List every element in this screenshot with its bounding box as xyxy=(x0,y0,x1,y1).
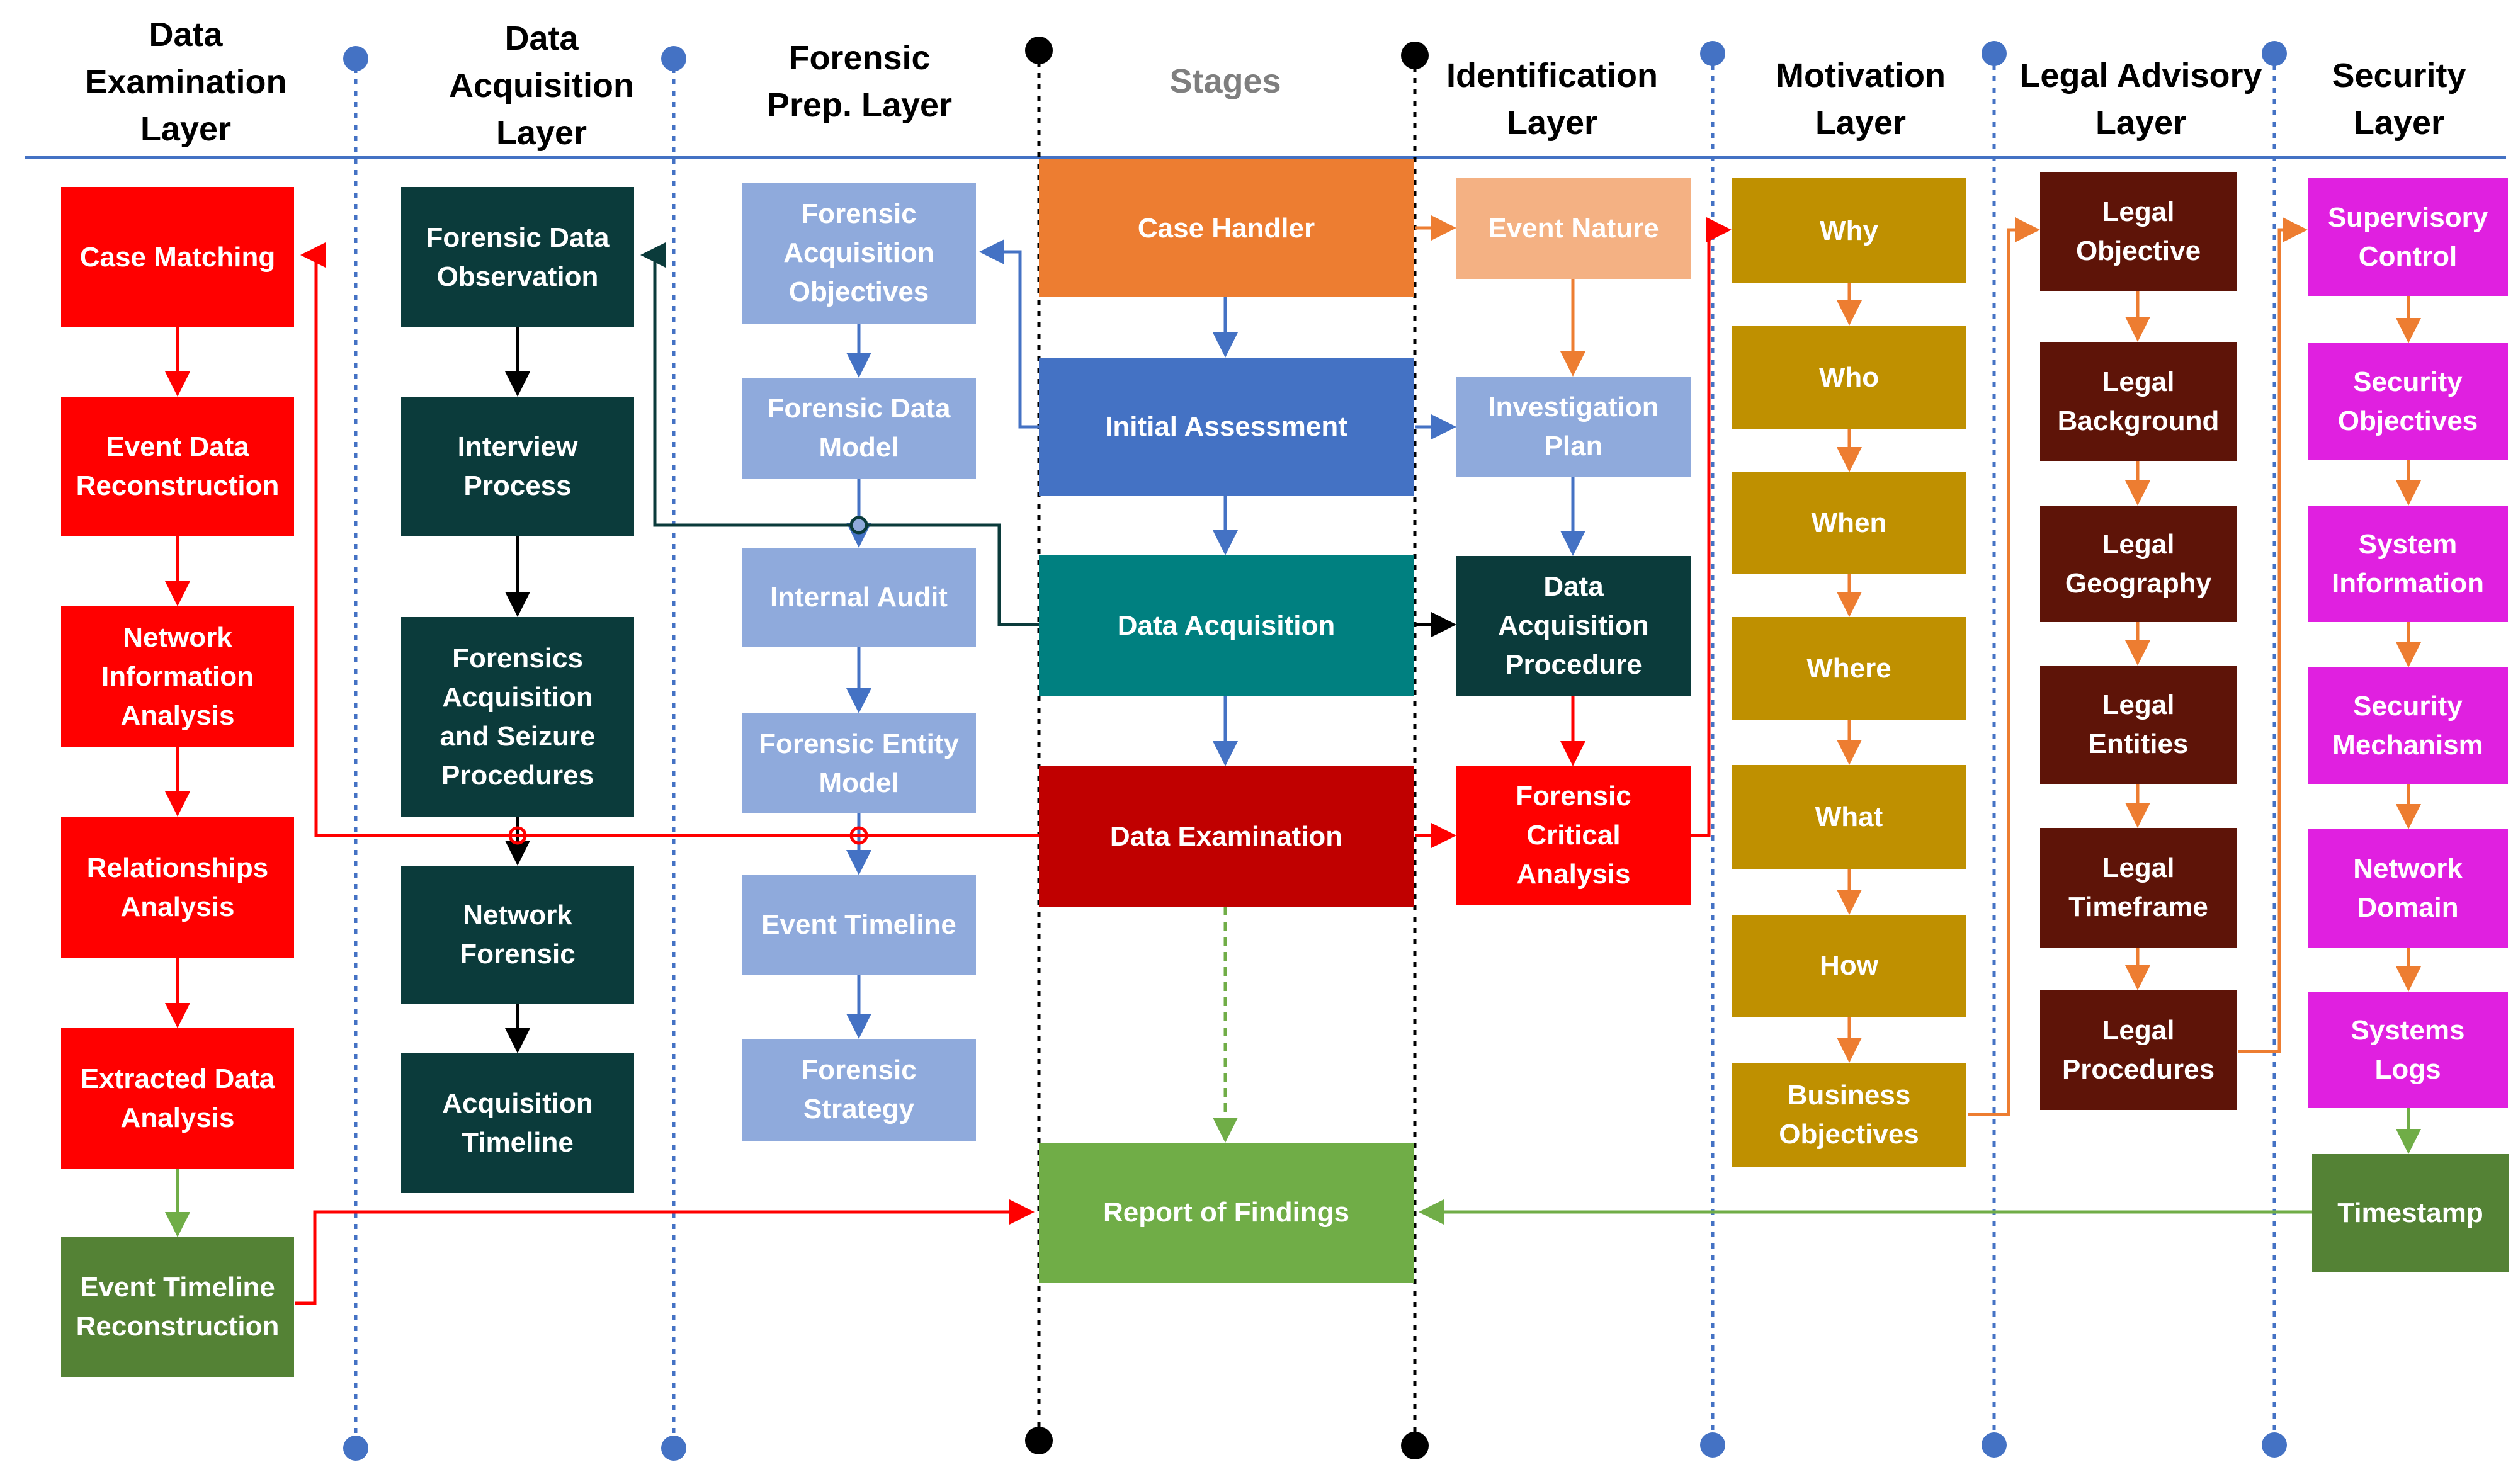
box-acquisition-timeline: Acquisition Timeline xyxy=(401,1053,634,1193)
box-legal-geography: Legal Geography xyxy=(2040,506,2237,622)
box-forensics-acquisition-seizure: Forensics Acquisition and Seizure Proced… xyxy=(401,617,634,817)
separator-6-bottom-dot xyxy=(1982,1432,2007,1458)
box-interview-process: Interview Process xyxy=(401,397,634,536)
arrow-business-to-legal-objective xyxy=(1968,217,2040,1116)
separator-2-bottom-dot xyxy=(661,1436,686,1461)
header-identification-layer: Identification Layer xyxy=(1446,57,1658,142)
crossing-dot-red-2 xyxy=(849,826,868,845)
separator-2-top-dot xyxy=(661,46,686,71)
box-forensic-strategy: Forensic Strategy xyxy=(742,1039,976,1141)
box-forensic-entity-model: Forensic Entity Model xyxy=(742,713,976,813)
box-event-timeline-reconstruction: Event Timeline Reconstruction xyxy=(61,1237,294,1377)
box-forensic-critical-analysis: Forensic Critical Analysis xyxy=(1456,766,1691,905)
box-security-mechanism: Security Mechanism xyxy=(2308,667,2508,784)
box-legal-timeframe: Legal Timeframe xyxy=(2040,828,2237,948)
header-stages: Stages xyxy=(1169,62,1281,100)
box-event-data-reconstruction: Event Data Reconstruction xyxy=(61,397,294,536)
box-legal-procedures: Legal Procedures xyxy=(2040,990,2237,1110)
box-data-acquisition: Data Acquisition xyxy=(1039,555,1414,696)
box-forensic-data-observation: Forensic Data Observation xyxy=(401,187,634,327)
box-system-information: System Information xyxy=(2308,506,2508,622)
separator-7-top-dot xyxy=(2262,41,2287,66)
box-legal-entities: Legal Entities xyxy=(2040,666,2237,784)
box-investigation-plan: Investigation Plan xyxy=(1456,377,1691,477)
header-motivation-layer: Motivation Layer xyxy=(1776,57,1946,142)
arrow-legal-procedures-to-supervisory xyxy=(2238,217,2308,1053)
box-why: Why xyxy=(1732,178,1966,283)
box-who: Who xyxy=(1732,326,1966,429)
crossing-dot-red-1 xyxy=(508,826,527,845)
crossing-dot-teal xyxy=(849,516,868,535)
header-legal-advisory-layer: Legal Advisory Layer xyxy=(2019,57,2262,142)
arrow-event-timeline-reconstruction-to-report xyxy=(295,1199,1035,1305)
box-business-objectives: Business Objectives xyxy=(1732,1063,1966,1167)
arrow-acquisition-stage-to-observation xyxy=(640,242,1039,626)
arrow-examination-to-case-matching xyxy=(300,242,1039,837)
box-event-timeline: Event Timeline xyxy=(742,875,976,975)
separator-1-top-dot xyxy=(343,46,368,71)
box-data-acquisition-procedure: Data Acquisition Procedure xyxy=(1456,556,1691,696)
box-when: When xyxy=(1732,472,1966,574)
box-supervisory-control: Supervisory Control xyxy=(2308,178,2508,296)
box-data-examination: Data Examination xyxy=(1039,766,1414,907)
separator-3-top-dot xyxy=(1025,37,1053,64)
arrow-critical-analysis-to-why xyxy=(1691,217,1732,837)
box-relationships-analysis: Relationships Analysis xyxy=(61,817,294,958)
box-report-of-findings: Report of Findings xyxy=(1039,1143,1414,1283)
box-how: How xyxy=(1732,915,1966,1017)
box-network-information-analysis: Network Information Analysis xyxy=(61,606,294,747)
separator-6-top-dot xyxy=(1982,41,2007,66)
box-legal-background: Legal Background xyxy=(2040,342,2237,461)
box-initial-assessment: Initial Assessment xyxy=(1039,358,1414,496)
box-extracted-data-analysis: Extracted Data Analysis xyxy=(61,1028,294,1169)
separator-3-bottom-dot xyxy=(1025,1427,1053,1454)
box-case-matching: Case Matching xyxy=(61,187,294,327)
box-forensic-data-model: Forensic Data Model xyxy=(742,378,976,479)
separator-5-top-dot xyxy=(1700,41,1725,66)
box-timestamp: Timestamp xyxy=(2312,1154,2509,1272)
connectors xyxy=(165,215,2421,1305)
box-case-handler: Case Handler xyxy=(1039,159,1414,297)
header-data-acquisition-layer: Data Acquisition Layer xyxy=(449,20,634,152)
arrow-assessment-to-acquisition-objectives xyxy=(979,239,1039,429)
separator-4-bottom-dot xyxy=(1401,1432,1429,1459)
box-event-nature: Event Nature xyxy=(1456,178,1691,279)
box-network-forensic: Network Forensic xyxy=(401,866,634,1004)
header-data-examination-layer: Data Examination Layer xyxy=(84,16,287,148)
header-forensic-prep-layer: Forensic Prep. Layer xyxy=(766,39,953,124)
box-legal-objective: Legal Objective xyxy=(2040,172,2237,291)
box-network-domain: Network Domain xyxy=(2308,829,2508,948)
box-where: Where xyxy=(1732,617,1966,720)
box-what: What xyxy=(1732,765,1966,869)
box-internal-audit: Internal Audit xyxy=(742,548,976,647)
header-security-layer: Security Layer xyxy=(2332,57,2466,142)
box-systems-logs: Systems Logs xyxy=(2308,992,2508,1108)
separator-7-bottom-dot xyxy=(2262,1432,2287,1458)
box-forensic-acquisition-objectives: Forensic Acquisition Objectives xyxy=(742,183,976,324)
separator-5-bottom-dot xyxy=(1700,1432,1725,1458)
separator-4-top-dot xyxy=(1401,42,1429,69)
box-security-objectives: Security Objectives xyxy=(2308,343,2508,460)
separator-1-bottom-dot xyxy=(343,1436,368,1461)
